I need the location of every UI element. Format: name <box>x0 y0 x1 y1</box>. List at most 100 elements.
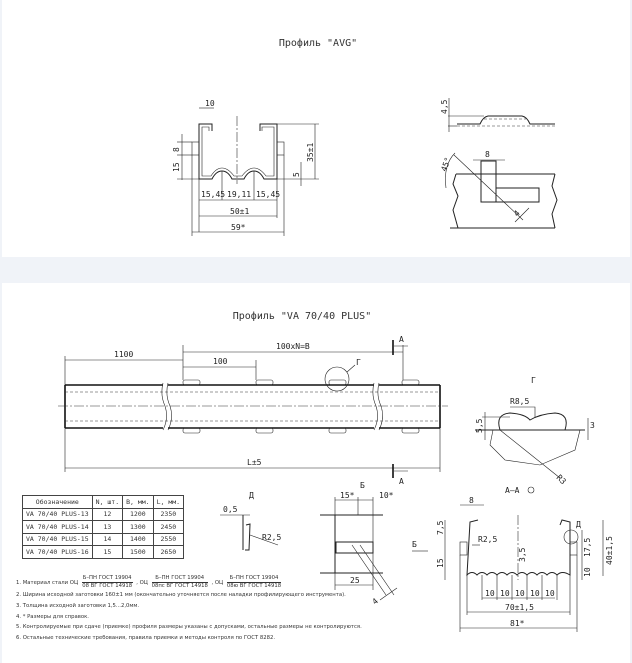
fraction-den: 08ю ВГ ГОСТ 14918 <box>226 583 282 589</box>
view-b-dim-25: 25 <box>350 576 360 585</box>
detail-g-dim-3: 3 <box>590 421 595 430</box>
aa-r2-5: R2,5 <box>478 535 497 544</box>
cell: VA 70/40 PLUS-15 <box>22 532 93 546</box>
dim-100: 100 <box>213 357 228 366</box>
spec-table: Обозначение N, шт. B, мм. L, мм. VA 70/4… <box>22 495 185 559</box>
avg-dim-5: 5 <box>292 172 301 177</box>
aa-dim-7-5: 7,5 <box>436 520 445 535</box>
fraction-den: 08 ВГ ГОСТ 14918 <box>82 583 133 589</box>
avg-dim-w2: 19,11 <box>227 190 251 199</box>
avg-dim-cut: 8 <box>485 150 490 159</box>
cell: 2450 <box>152 520 185 534</box>
section-aa-title: А–А <box>505 486 520 495</box>
avg-title: Профиль "AVG" <box>279 37 357 49</box>
avg-dim-outer: 59* <box>231 223 246 232</box>
aa-pitch-5: 10 <box>545 589 555 598</box>
aa-pitch-1: 10 <box>485 589 495 598</box>
view-b-dim-10: 10* <box>379 491 394 500</box>
note-6: 6. Остальные технические требования, пра… <box>16 635 276 642</box>
table-header: Обозначение N, шт. B, мм. L, мм. <box>22 495 185 509</box>
avg-dim-angle: 45° <box>439 156 452 173</box>
callout-g-label: Г <box>356 358 361 367</box>
avg-dim-4: 4 <box>512 209 522 219</box>
avg-dim-w3: 15,45 <box>256 190 280 199</box>
note-4: 4. * Размеры для справок. <box>16 613 89 620</box>
view-b-dim-15: 15* <box>340 491 355 500</box>
plus-title: Профиль "VA 70/40 PLUS" <box>233 310 371 322</box>
avg-dim-inner: 50±1 <box>230 207 249 216</box>
note-1-prefix: 1. Материал стали ОЦ <box>16 580 79 586</box>
avg-dim-flange: 10 <box>205 99 215 108</box>
fraction-num: Б–ПН ГОСТ 19904 <box>81 575 133 583</box>
cell: 2650 <box>152 545 185 559</box>
aa-dim-10: 10 <box>583 567 592 577</box>
view-b-title: Б <box>360 481 365 490</box>
avg-profile-outline <box>198 123 278 180</box>
arrow-b-label: Б <box>412 540 417 549</box>
va-plus-profile-sheet: Профиль "VA 70/40 PLUS" Г 1100 100 100xN… <box>2 283 630 663</box>
col-b: B, мм. <box>122 495 154 509</box>
note-3: 3. Толщина исходной заготовки 1,5...2,0м… <box>16 602 140 609</box>
view-b-dim-4: 4 <box>371 596 381 606</box>
detail-d-dim-0-5: 0,5 <box>223 505 238 514</box>
avg-dim-8: 8 <box>172 147 181 152</box>
aa-dim-17-5: 17,5 <box>583 538 592 557</box>
aa-dim-8: 8 <box>469 496 474 505</box>
cell: VA 70/40 PLUS-13 <box>22 507 93 521</box>
cell: 15 <box>91 545 124 559</box>
callout-d-label: Д <box>576 520 581 529</box>
cell: 1200 <box>122 507 154 521</box>
cell: 14 <box>91 532 124 546</box>
cell: 12 <box>91 507 124 521</box>
note-1-sep: , ОЦ <box>136 580 148 586</box>
fraction-num: Б–ПН ГОСТ 19904 <box>226 575 282 583</box>
avg-dim-height: 35±1 <box>306 143 315 162</box>
fraction-num: Б–ПН ГОСТ 19904 <box>151 575 208 583</box>
col-designation: Обозначение <box>22 495 93 509</box>
avg-profile-sheet: Профиль "AVG" 10 8 15 35±1 5 15,45 19,11… <box>2 0 630 257</box>
cell: 1400 <box>122 532 154 546</box>
section-a-top: А <box>399 335 404 344</box>
note-2: 2. Ширина исходной заготовки 160±1 мм (о… <box>16 592 346 598</box>
cell: 1500 <box>122 545 154 559</box>
cell: VA 70/40 PLUS-14 <box>22 520 93 534</box>
va-plus-drawing: Профиль "VA 70/40 PLUS" Г 1100 100 100xN… <box>58 310 614 632</box>
col-l: L, мм. <box>152 495 185 509</box>
fraction-den: 08пс ВГ ГОСТ 14918 <box>151 583 208 589</box>
detail-g-r8-5: R8,5 <box>510 397 529 406</box>
note-5: 5. Контролируемые при сдаче (приемке) пр… <box>16 624 362 631</box>
cell: 2550 <box>152 532 185 546</box>
avg-dim-15: 15 <box>172 162 181 172</box>
aa-dim-3-5: 3,5 <box>518 547 527 562</box>
callout-g-circle <box>324 366 350 392</box>
detail-g-dim-5-5: 5,5 <box>475 418 484 433</box>
cell: 13 <box>91 520 124 534</box>
aa-pitch-3: 10 <box>515 589 525 598</box>
avg-dim-4-5: 4,5 <box>440 99 449 114</box>
aa-dim-81: 81* <box>510 619 525 628</box>
cell: 1300 <box>122 520 154 534</box>
aa-dim-40: 40±1,5 <box>605 536 614 565</box>
aa-pitch-4: 10 <box>530 589 540 598</box>
col-n: N, шт. <box>91 495 124 509</box>
cell: VA 70/40 PLUS-16 <box>22 545 93 559</box>
detail-g-title: Г <box>531 376 536 385</box>
note-1-sep: , ОЦ <box>211 580 224 586</box>
dim-pitch: 100xN=B <box>276 342 310 351</box>
avg-dim-w1: 15,45 <box>201 190 225 199</box>
dim-1100: 1100 <box>114 350 133 359</box>
detail-d-title: Д <box>249 491 254 500</box>
avg-drawing: Профиль "AVG" 10 8 15 35±1 5 15,45 19,11… <box>172 37 558 236</box>
section-a-bottom: А <box>399 477 404 486</box>
aa-dim-15: 15 <box>436 558 445 568</box>
aa-pitch-2: 10 <box>500 589 510 598</box>
